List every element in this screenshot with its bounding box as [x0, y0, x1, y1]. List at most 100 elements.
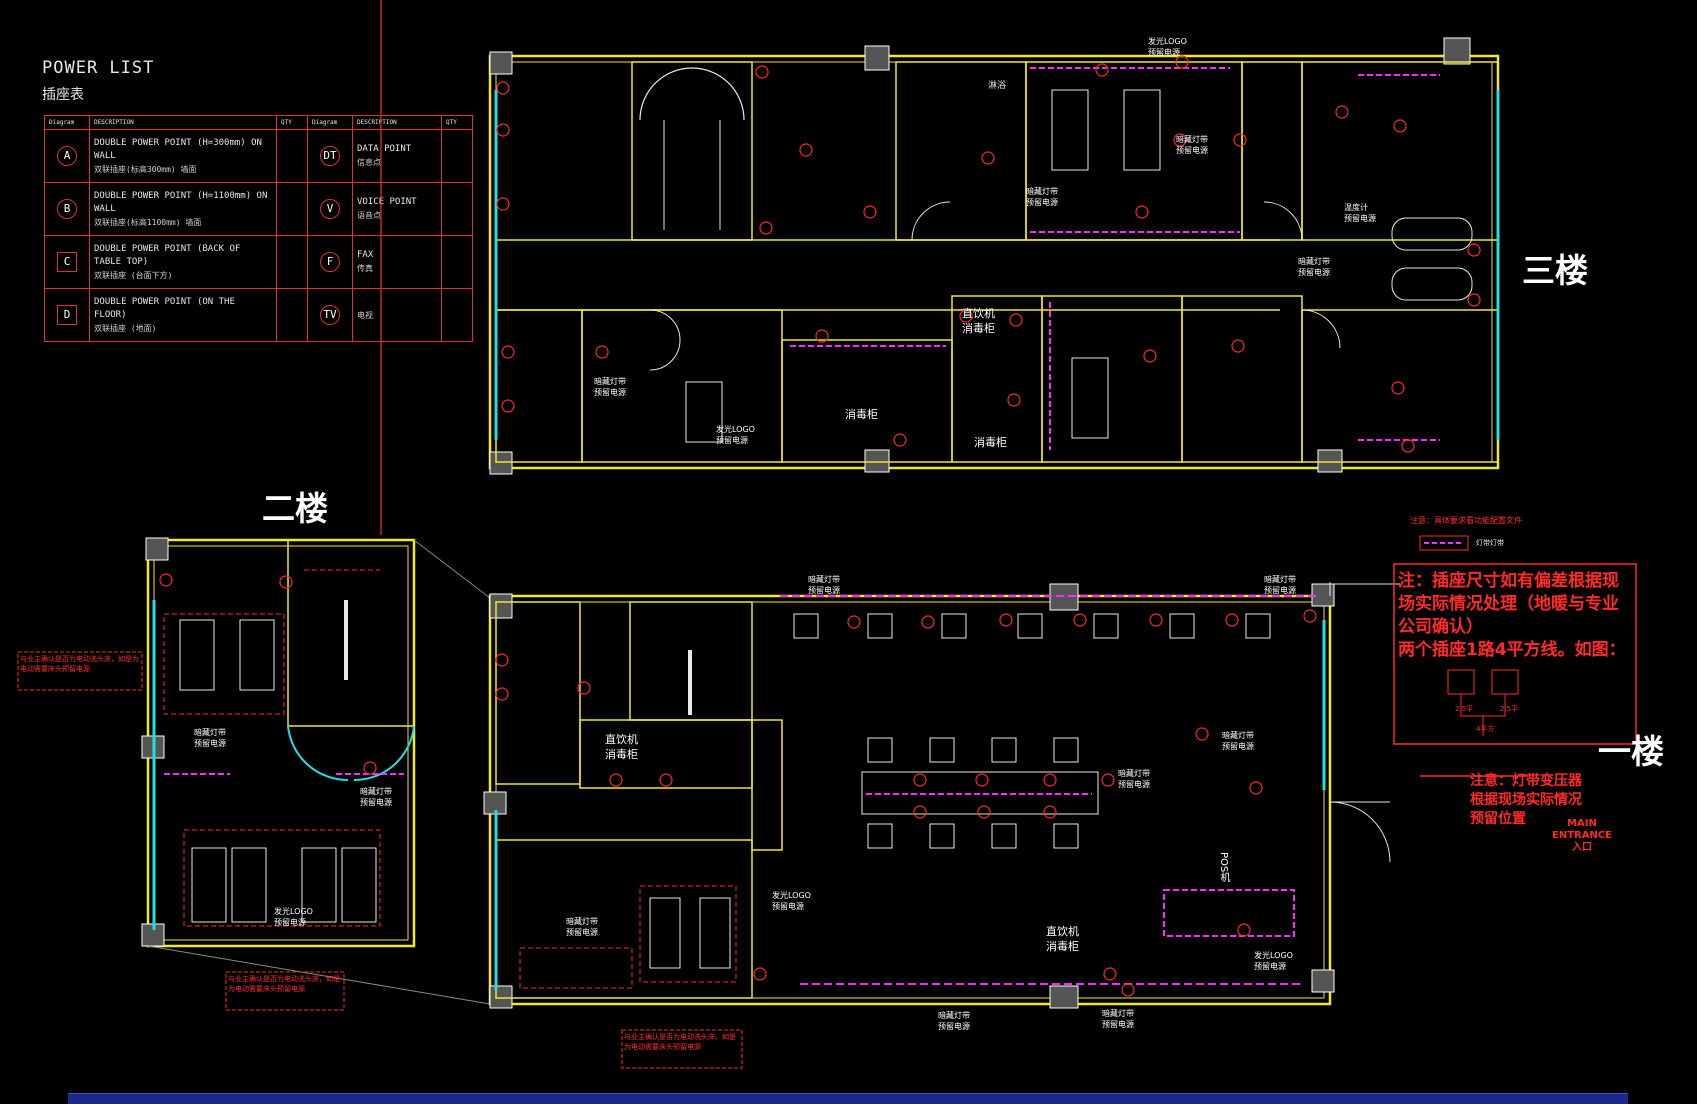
wire-label: 2.5平: [1455, 705, 1474, 713]
bed-zone: [183, 829, 381, 927]
drink-machine-label: 直饮机消毒柜: [1046, 925, 1079, 953]
shower-label: 淋浴: [988, 81, 1007, 91]
socket-marker-icon: [1237, 923, 1251, 937]
column: [489, 593, 513, 619]
bed: [685, 381, 723, 443]
socket-diagram: [1491, 669, 1519, 695]
bed: [231, 847, 267, 923]
wire-label: 4平方: [1476, 725, 1495, 733]
socket-marker-icon: [755, 65, 769, 79]
socket-marker-icon: [1467, 293, 1481, 307]
row-description-zh: 传真: [357, 264, 373, 273]
bed: [191, 847, 227, 923]
row-description: DOUBLE POWER POINT (H=1100mm) ON WALL: [94, 190, 268, 214]
door-swing: [911, 201, 951, 241]
room: [1181, 295, 1303, 463]
table-header: Diagram DESCRIPTION QTY Diagram DESCRIPT…: [44, 115, 473, 130]
room: [1041, 295, 1183, 463]
socket-marker-icon: [1249, 781, 1263, 795]
strip-legend-label: 灯带灯带: [1476, 539, 1504, 547]
socket-marker-icon: [999, 613, 1013, 627]
main-entrance-label: MAIN ENTRANCE 入口: [1552, 818, 1612, 854]
bed-zone: [639, 885, 737, 983]
room: [895, 61, 1027, 241]
disinfect-cabinet-label: 消毒柜: [845, 408, 878, 421]
socket-marker-icon: [1095, 63, 1109, 77]
staircase: [287, 539, 415, 727]
bed-power-note: 与业主确认是否为电动洗头床，如是为电动需要床头预留电源: [20, 655, 139, 673]
inner-wall: [495, 601, 1325, 999]
floor-title-second: 二楼: [262, 489, 328, 528]
column: [864, 449, 890, 473]
socket-marker-icon: [863, 205, 877, 219]
door-swing: [649, 309, 681, 371]
column: [145, 537, 169, 561]
socket-marker-icon: [1233, 133, 1247, 147]
first-floor-plan: [483, 582, 1400, 1009]
outer-wall: [488, 594, 1332, 1006]
door-swing: [1329, 801, 1391, 863]
socket-marker-icon: [1007, 393, 1021, 407]
room: [781, 339, 953, 463]
socket-diagram: [1447, 669, 1475, 695]
bathtub: [1391, 267, 1473, 301]
staircase: [631, 61, 753, 241]
row-description-zh: 双联插座(标高1100mm) 墙面: [94, 217, 202, 227]
top-small-note: 注意：具体要求看功能配置文件: [1410, 516, 1522, 525]
socket-marker-icon: [1009, 313, 1023, 327]
socket-symbol: TV: [320, 305, 340, 325]
counter: [751, 719, 783, 851]
note-line: 注意：灯带变压器: [1470, 773, 1582, 789]
power-list-table: Diagram DESCRIPTION QTY Diagram DESCRIPT…: [44, 115, 473, 342]
row-description-zh: 双联插座(标高300mm) 墙面: [94, 164, 197, 174]
row-description-zh: 信息点: [357, 158, 381, 167]
note-box: [1393, 563, 1637, 745]
row-description: DOUBLE POWER POINT (ON THE FLOOR): [94, 296, 235, 320]
bed: [239, 619, 275, 691]
socket-marker-icon: [1225, 613, 1239, 627]
strip-tag: 暗藏灯带预留电源: [594, 377, 626, 397]
socket-marker-icon: [577, 681, 591, 695]
outer-wall: [488, 54, 1500, 470]
third-floor-plan: [488, 37, 1500, 475]
socket-marker-icon: [495, 653, 509, 667]
socket-marker-icon: [847, 615, 861, 629]
strip-tag: 暗藏灯带预留电源: [194, 728, 226, 748]
strip-tag: 暗藏灯带预留电源: [1264, 575, 1296, 595]
column: [1317, 449, 1343, 473]
socket-marker-icon: [815, 329, 829, 343]
strip-tag: 暗藏灯带预留电源: [1118, 769, 1150, 789]
strip-tag: 暗藏灯带预留电源: [1222, 731, 1254, 751]
floor-title-first: 一楼: [1598, 732, 1664, 771]
room: [1025, 61, 1243, 241]
connector-line: [147, 945, 491, 1005]
row-description: DOUBLE POWER POINT (H=300mm) ON WALL: [94, 137, 262, 161]
column: [864, 45, 890, 71]
strip-tag: 暗藏灯带预留电源: [566, 917, 598, 937]
room: [495, 601, 581, 785]
power-list-legend: POWER LIST 插座表: [42, 58, 154, 104]
socket-marker-icon: [496, 81, 510, 95]
socket-symbol: F: [320, 252, 340, 272]
socket-symbol: D: [57, 305, 77, 325]
socket-marker-icon: [363, 761, 377, 775]
socket-marker-icon: [1393, 119, 1407, 133]
thermo-tag: 温度计预留电源: [1344, 203, 1376, 223]
strip-tag: 暗藏灯带预留电源: [938, 1011, 970, 1031]
bottom-scrollbar[interactable]: [68, 1093, 1628, 1104]
socket-symbol: B: [57, 199, 77, 219]
socket-marker-icon: [495, 687, 509, 701]
socket-marker-icon: [1073, 613, 1087, 627]
transformer-note: 注意：灯带变压器 根据现场实际情况 预留位置: [1470, 772, 1582, 829]
room: [495, 839, 753, 999]
socket-marker-icon: [159, 573, 173, 587]
strip-tag: 暗藏灯带预留电源: [1026, 187, 1058, 207]
socket-marker-icon: [609, 773, 623, 787]
socket-marker-icon: [1149, 613, 1163, 627]
socket-marker-icon: [799, 143, 813, 157]
